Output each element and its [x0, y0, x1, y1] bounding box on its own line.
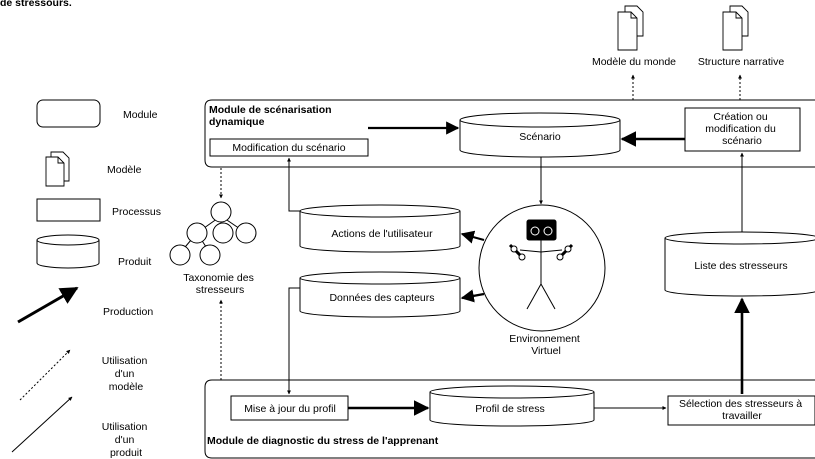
- legend-production-arrow: [17, 286, 79, 324]
- environment-line2: Virtuel: [531, 345, 561, 357]
- user-actions-label: Actions de l'utilisateur: [331, 228, 433, 240]
- environment-line1: Environnement: [509, 333, 580, 345]
- arrow-actions-to-modification: [287, 157, 300, 212]
- stressor-list-label: Liste des stresseurs: [694, 260, 787, 272]
- creation-label: Création ou modification du scénario: [705, 111, 779, 147]
- sensor-data-product: [299, 271, 461, 318]
- stress-profile-label: Profil de stress: [475, 403, 544, 415]
- scenario-label: Scénario: [519, 131, 561, 143]
- taxonomy-line1: Taxonomie des: [183, 272, 254, 284]
- scenarisation-module-frame: [204, 99, 815, 168]
- legend: Module Modèle Processus Produit Producti…: [11, 99, 161, 459]
- legend-process-label: Processus: [112, 206, 161, 218]
- environment-label: Environnement Virtuel: [509, 333, 583, 357]
- narrative-model-label: Structure narrative: [698, 56, 785, 68]
- legend-model-label: Modèle: [107, 164, 142, 176]
- environment-circle: [478, 204, 606, 332]
- selection-label: Sélection des stresseurs à travailler: [679, 398, 805, 422]
- profile-update-label: Mise à jour du profil: [244, 403, 336, 415]
- sensor-data-label: Données des capteurs: [329, 292, 434, 304]
- creation-line1: Création ou: [713, 111, 767, 123]
- legend-module-shape: [36, 99, 101, 128]
- scenario-product: [459, 112, 621, 158]
- stressor-list-product: [664, 231, 815, 297]
- arrow-environment-to-sensors: [460, 289, 485, 303]
- scenarisation-module-title-line2: dynamique: [209, 116, 265, 128]
- stress-profile-product: [429, 385, 595, 427]
- selection-line1: Sélection des stresseurs à: [679, 398, 802, 410]
- legend-model-use-line1: Utilisation: [102, 355, 148, 367]
- legend-product-use-line3: produit: [110, 447, 142, 459]
- diagnostic-module-title: Module de diagnostic du stress de l'appr…: [207, 435, 439, 447]
- taxonomy-tree-icon: [169, 201, 257, 266]
- user-figure-icon: [508, 219, 574, 310]
- legend-product-use-arrow: [11, 396, 73, 453]
- taxonomy-label: Taxonomie des stresseurs: [183, 272, 257, 296]
- modification-scenario-process: [209, 138, 369, 157]
- top-caption: de stressours.: [0, 0, 72, 9]
- user-actions-product: [299, 204, 461, 253]
- legend-production-label: Production: [103, 306, 153, 318]
- selection-line2: travailler: [722, 410, 762, 422]
- legend-model-icon: [45, 151, 70, 187]
- legend-product-use-label: Utilisation d'un produit: [102, 421, 150, 459]
- legend-product-use-line1: Utilisation: [102, 421, 148, 433]
- legend-model-use-label: Utilisation d'un modèle: [102, 355, 150, 393]
- scenarisation-module-title-line1: Module de scénarisation: [209, 104, 332, 116]
- legend-product-shape: [36, 234, 100, 269]
- legend-product-label: Produit: [118, 256, 151, 268]
- legend-process-shape: [36, 198, 101, 222]
- arrow-environment-to-actions: [460, 230, 485, 244]
- legend-model-use-line3: modèle: [109, 381, 144, 393]
- world-model-icon: [617, 5, 644, 51]
- modification-scenario-label: Modification du scénario: [232, 142, 345, 154]
- legend-model-use-arrow: [19, 349, 71, 401]
- world-model-label: Modèle du monde: [592, 56, 676, 68]
- creation-process: [684, 107, 801, 152]
- taxonomy-line2: stresseurs: [196, 284, 244, 296]
- arrow-sensors-to-profile-update: [287, 287, 300, 395]
- creation-line2: modification du: [705, 123, 776, 135]
- legend-product-use-line2: d'un: [115, 434, 135, 446]
- selection-process: [667, 395, 815, 426]
- narrative-model-icon: [722, 5, 749, 51]
- profile-update-process: [230, 395, 349, 421]
- legend-module-label: Module: [123, 109, 158, 121]
- creation-line3: scénario: [722, 135, 762, 147]
- scenarisation-module-title: Module de scénarisation dynamique: [209, 104, 334, 128]
- legend-model-use-line2: d'un: [115, 368, 135, 380]
- diagnostic-module-frame: [204, 379, 815, 459]
